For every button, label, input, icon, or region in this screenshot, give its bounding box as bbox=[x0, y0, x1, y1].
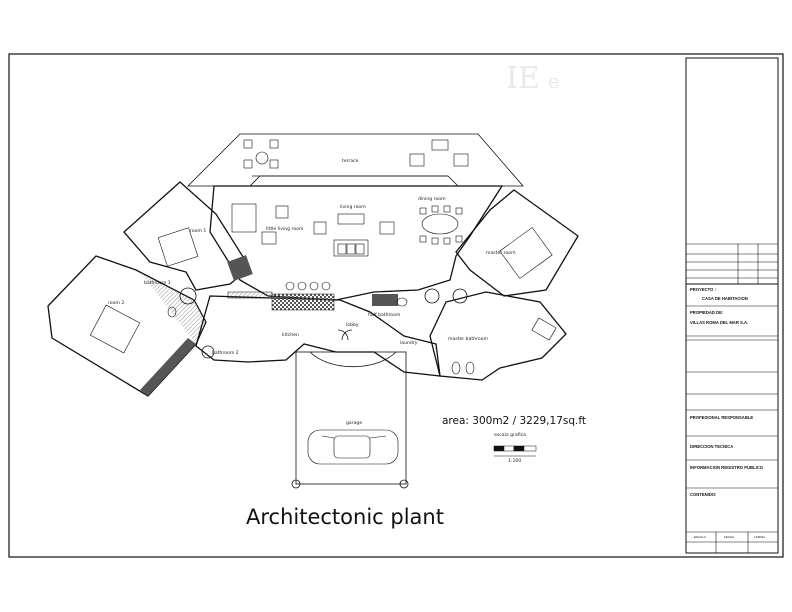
title-block-frame bbox=[685, 57, 779, 554]
proyecto-label: PROYECTO : bbox=[690, 287, 716, 292]
bed-master bbox=[499, 227, 553, 279]
label-room-2: room 2 bbox=[108, 300, 124, 306]
label-dining-room: dining room bbox=[418, 196, 446, 202]
propiedad-value: VILLAS ROMA DEL MAR S.A. bbox=[690, 320, 748, 325]
floor-plan bbox=[47, 133, 579, 489]
propiedad-label: PROPIEDAD DE: bbox=[690, 310, 723, 315]
label-master-bathroom: master bathroom bbox=[448, 336, 489, 342]
proyecto-value: CASA DE HABITACION bbox=[702, 296, 748, 301]
area-note: area: 300m2 / 3229,17sq.ft bbox=[442, 415, 586, 427]
label-bathroom-2: bathroom 2 bbox=[212, 350, 239, 356]
watermark-text: e bbox=[548, 69, 560, 93]
lamina-label: LAMINA bbox=[754, 535, 765, 539]
label-room-1: room 1 bbox=[190, 228, 206, 234]
label-bathroom-1: bathroom 1 bbox=[144, 280, 171, 286]
label-lobby: lobby bbox=[346, 322, 359, 328]
bed-room1 bbox=[157, 227, 199, 267]
label-terrace: terrace bbox=[342, 158, 359, 164]
label-master-room: master room bbox=[486, 250, 516, 256]
sofa bbox=[333, 239, 369, 257]
fecha-label: FECHA bbox=[724, 535, 734, 539]
dining-table bbox=[421, 213, 459, 235]
garage-outline bbox=[295, 351, 407, 485]
room1-walls bbox=[123, 181, 251, 291]
label-half-bathroom: half bathroom bbox=[368, 312, 401, 318]
scale-bar bbox=[493, 445, 537, 457]
terrace-lounger bbox=[431, 139, 449, 151]
car-icon bbox=[307, 429, 399, 465]
direccion-label: DIRECCION TECNICA bbox=[690, 444, 733, 449]
label-laundry: laundry bbox=[400, 340, 418, 346]
main-walls bbox=[209, 185, 504, 301]
title-block bbox=[686, 243, 778, 553]
label-living-room: living room bbox=[340, 204, 366, 210]
label-garage: garage bbox=[346, 420, 362, 426]
terrace-table-left bbox=[255, 151, 269, 165]
master-room-walls bbox=[455, 189, 579, 297]
outer-border bbox=[8, 53, 784, 558]
profesional-label: PROFESIONAL RESPONSABLE bbox=[690, 415, 753, 420]
furniture bbox=[89, 139, 557, 465]
label-little-living-room: little living room bbox=[266, 226, 304, 232]
contenido-label: CONTENIDO: bbox=[690, 492, 717, 497]
service-walls bbox=[195, 295, 441, 377]
scale-value: 1:100 bbox=[508, 458, 521, 464]
informacion-label: INFORMACION REGISTRO PUBLICO bbox=[690, 465, 764, 470]
drawing-title: Architectonic plant bbox=[246, 505, 444, 529]
master-bath-walls bbox=[429, 291, 567, 381]
escala-label: ESCALA bbox=[694, 535, 706, 539]
scale-label: escala grafica bbox=[494, 432, 526, 438]
label-kitchen: kitchen bbox=[282, 332, 299, 338]
bed-room2 bbox=[89, 304, 141, 354]
watermark-logo: IE bbox=[506, 61, 540, 96]
